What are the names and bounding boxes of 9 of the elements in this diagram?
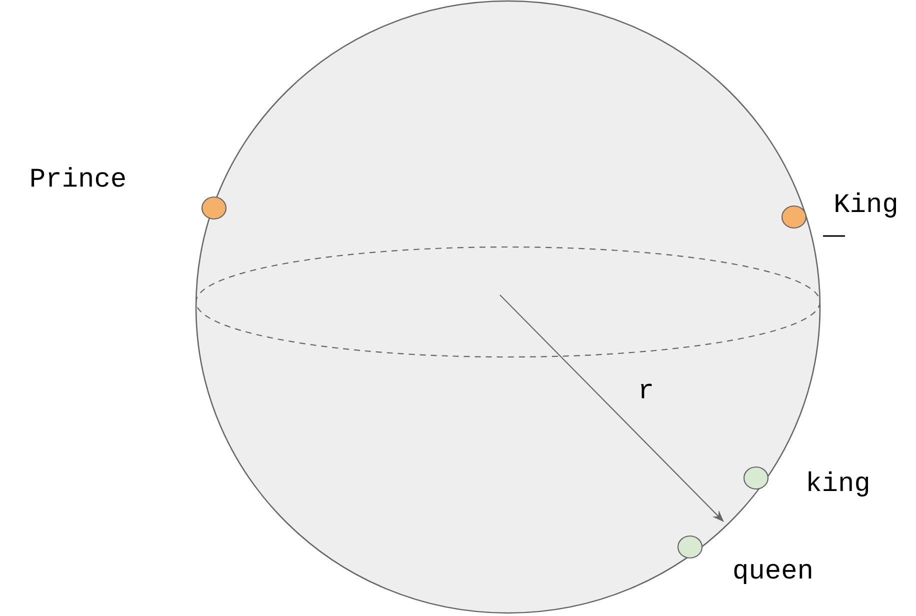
point-label: king — [808, 471, 868, 497]
dot — [201, 196, 227, 220]
point-label: queen — [734, 564, 812, 584]
dot — [781, 205, 807, 229]
point-label: Prince — [32, 167, 125, 187]
radius-label: r — [641, 384, 652, 398]
point-label: King — [836, 192, 896, 218]
dot — [677, 535, 703, 559]
dot — [743, 466, 769, 490]
